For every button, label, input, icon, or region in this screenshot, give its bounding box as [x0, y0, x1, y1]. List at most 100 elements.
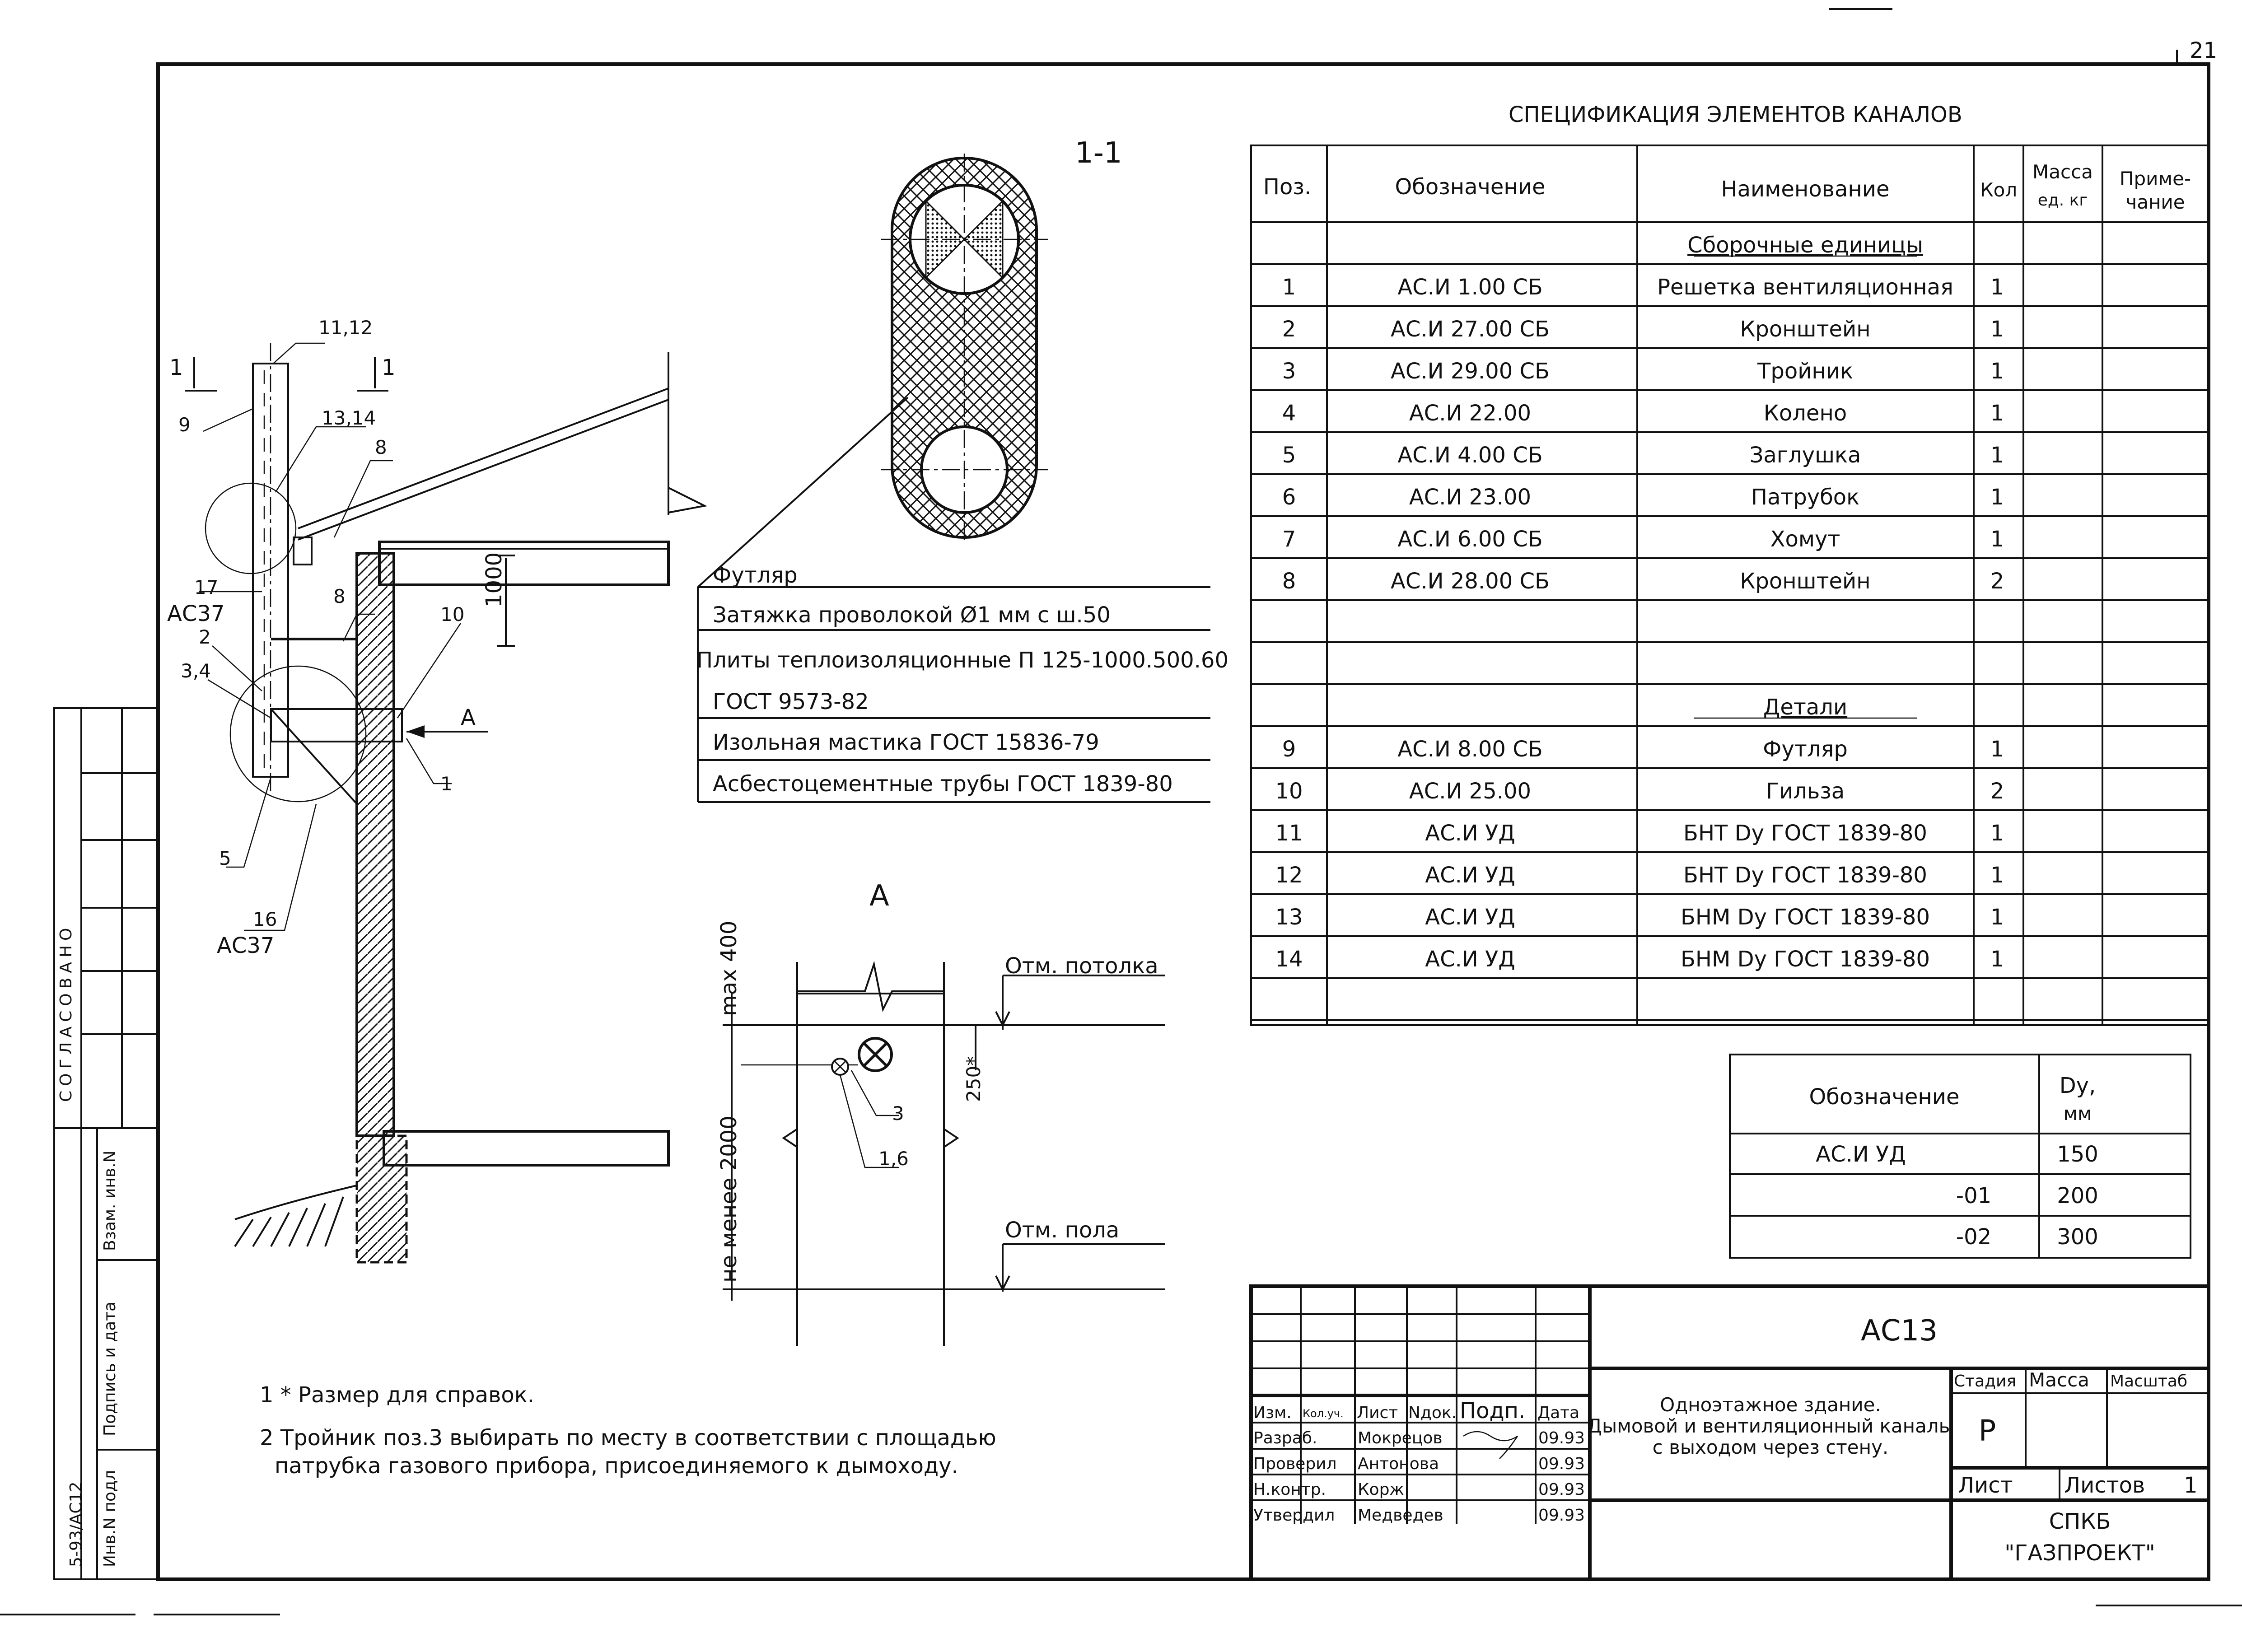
label-a-arrow: А	[461, 705, 476, 730]
label-3-4: 3,4	[181, 660, 211, 682]
spec-cell-pos: 6	[1282, 485, 1296, 510]
spec-hdr-note-1: Приме-	[2120, 168, 2191, 190]
label-5: 5	[219, 847, 231, 869]
label-1: 1	[440, 773, 453, 795]
spec-cell-designation: АС.И 29.00 СБ	[1391, 359, 1550, 384]
label-10: 10	[440, 603, 464, 625]
title-block-grid	[1249, 1284, 2210, 1581]
stamp-title-2: Дымовой и вентиляционный каналы	[1587, 1415, 1954, 1437]
dn-table-grid	[1729, 1054, 2191, 1259]
cut-mark-left: 1	[169, 355, 183, 380]
dn-hdr-dn-2: мм	[2063, 1102, 2092, 1125]
stamp-role-name: Медведев	[1358, 1506, 1443, 1525]
stamp-role: Утвердил	[1253, 1506, 1335, 1525]
stamp-role-name: Антонова	[1358, 1455, 1439, 1473]
spec-cell-qty: 1	[1990, 947, 2004, 972]
view-a-label-3: 3	[892, 1102, 904, 1125]
scan-edge-marks	[0, 8, 2242, 1615]
spec-hdr-name: Наименование	[1721, 177, 1889, 202]
spec-cell-qty: 1	[1990, 737, 2004, 762]
spec-hdr-note-2: чание	[2125, 191, 2185, 213]
dn-rows: АС.И УД 150 -01 200 -02 300	[1816, 1142, 2098, 1250]
spec-section-label: Сборочные единицы	[1687, 233, 1923, 258]
spec-cell-qty: 1	[1990, 863, 2004, 888]
spec-hdr-designation: Обозначение	[1395, 174, 1545, 200]
stamp-stage-label: Стадия	[1954, 1372, 2016, 1391]
side-vzam: Взам. инв.N	[101, 1151, 119, 1251]
material-6: Асбестоцементные трубы ГОСТ 1839-80	[713, 771, 1173, 797]
spec-cell-name: Заглушка	[1750, 443, 1861, 468]
note-2: 2 Тройник поз.3 выбирать по месту в соот…	[260, 1425, 996, 1451]
view-a-dim-max: max 400	[716, 921, 742, 1016]
dim-1000: 1000	[481, 552, 507, 607]
stamp-sheets-label: Листов	[2064, 1473, 2145, 1498]
spec-cell-name: Гильза	[1766, 779, 1845, 804]
spec-cell-qty: 2	[1990, 779, 2004, 804]
stamp-role-name: Корж	[1358, 1480, 1404, 1499]
stamp-role: Проверил	[1253, 1455, 1337, 1473]
view-a-ceiling: Отм. потолка	[1005, 953, 1158, 979]
spec-hdr-mass-1: Масса	[2032, 161, 2093, 183]
label-16: 16	[253, 908, 277, 930]
dn-cell-dn: 300	[2057, 1224, 2098, 1250]
stamp-hdr-data: Дата	[1537, 1404, 1579, 1422]
stamp-role-date: 09.93	[1538, 1506, 1585, 1525]
spec-cell-qty: 1	[1990, 317, 2004, 342]
label-11-12: 11,12	[318, 317, 373, 339]
spec-title: СПЕЦИФИКАЦИЯ ЭЛЕМЕНТОВ КАНАЛОВ	[1509, 102, 1962, 127]
label-9: 9	[178, 414, 191, 436]
material-5: Изольная мастика ГОСТ 15836-79	[713, 730, 1099, 755]
spec-cell-name: Решетка вентиляционная	[1657, 275, 1953, 300]
spec-cell-qty: 2	[1990, 569, 2004, 594]
dn-cell-designation: -01	[1956, 1183, 1991, 1209]
dn-cell-dn: 200	[2057, 1183, 2098, 1209]
spec-cell-name: БНТ Dу ГОСТ 1839-80	[1683, 821, 1927, 846]
spec-cell-designation: АС.И УД	[1425, 905, 1515, 930]
material-3: Плиты теплоизоляционные П 125-1000.500.6…	[696, 648, 1228, 673]
label-8b: 8	[333, 585, 346, 607]
stamp-code: АС13	[1861, 1314, 1938, 1348]
stamp-stage: Р	[1979, 1414, 1996, 1448]
spec-cell-name: Кронштейн	[1740, 317, 1870, 342]
page-number: 21	[2190, 38, 2217, 63]
spec-cell-designation: АС.И 23.00	[1409, 485, 1531, 510]
spec-cell-name: БНТ Dу ГОСТ 1839-80	[1683, 863, 1927, 888]
spec-cell-qty: 1	[1990, 401, 2004, 426]
spec-table-grid	[1250, 145, 2209, 1026]
view-a-dim-250: 250*	[962, 1056, 985, 1102]
spec-cell-qty: 1	[1990, 359, 2004, 384]
label-ac37b: АС37	[217, 933, 274, 958]
spec-cell-pos: 9	[1282, 737, 1296, 762]
dn-cell-designation: АС.И УД	[1816, 1142, 1906, 1167]
spec-cell-designation: АС.И УД	[1425, 821, 1515, 846]
dn-cell-designation: -02	[1956, 1224, 1991, 1250]
spec-section-label: Детали	[1763, 695, 1847, 720]
spec-cell-pos: 8	[1282, 569, 1296, 594]
spec-cell-pos: 11	[1275, 821, 1303, 846]
spec-cell-pos: 3	[1282, 359, 1296, 384]
stamp-mass-label: Масса	[2029, 1369, 2089, 1391]
spec-cell-designation: АС.И 25.00	[1409, 779, 1531, 804]
side-podp: Подпись и дата	[101, 1302, 119, 1436]
elevation-drawing	[185, 342, 708, 1264]
label-13-14: 13,14	[322, 407, 376, 429]
stamp-sheets: 1	[2184, 1473, 2198, 1498]
spec-cell-name: Хомут	[1770, 527, 1840, 552]
stamp-role-name: Мокрецов	[1358, 1429, 1443, 1447]
spec-cell-pos: 13	[1275, 905, 1303, 930]
spec-cell-qty: 1	[1990, 527, 2004, 552]
label-ac37a: АС37	[167, 601, 224, 626]
dn-cell-dn: 150	[2057, 1142, 2098, 1167]
stamp-sheet-label: Лист	[1958, 1473, 2013, 1498]
spec-cell-pos: 5	[1282, 443, 1296, 468]
spec-cell-qty: 1	[1990, 905, 2004, 930]
signature-mark	[1463, 1431, 1518, 1459]
view-a-label-16: 1,6	[878, 1148, 909, 1170]
section-title: 1-1	[1075, 136, 1122, 170]
stamp-role-date: 09.93	[1538, 1455, 1585, 1473]
label-17: 17	[194, 576, 218, 598]
label-2: 2	[199, 626, 211, 648]
note-3: патрубка газового прибора, присоединяемо…	[275, 1453, 958, 1479]
spec-cell-name: БНМ Dу ГОСТ 1839-80	[1681, 947, 1930, 972]
